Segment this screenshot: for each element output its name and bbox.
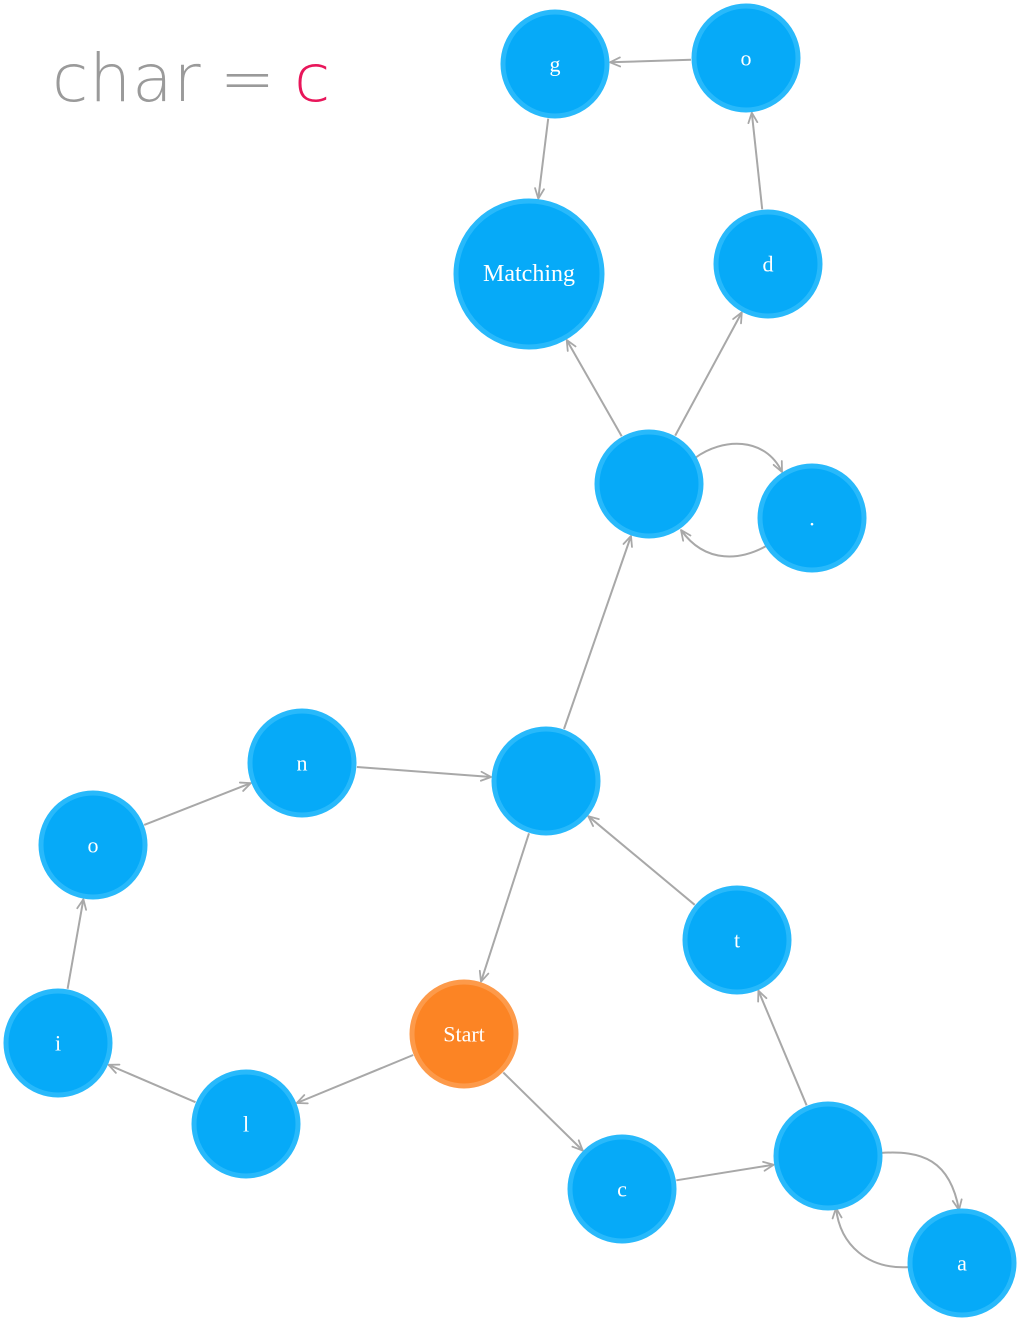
edge-i-to-o_left [66,898,87,989]
edge-d-to-o_top [747,111,764,210]
node-circle [713,209,823,319]
edge-loop-to-a [879,1151,963,1211]
edge-loop-to-t [757,989,808,1106]
edge-dot-to-split [680,529,769,558]
edges-layer [66,56,963,1269]
node-i: i [3,988,113,1098]
node-circle [691,3,801,113]
node-circle [757,463,867,573]
node-circle [500,9,610,119]
node-o-left: o [38,790,148,900]
node-circle [491,726,601,836]
node-d: d [713,209,823,319]
node-matching: Matching [453,198,605,350]
node-label: Matching [483,261,575,287]
edge-o_left-to-n [143,781,252,826]
edge-n-to-hub [356,766,492,782]
node-circle [3,988,113,1098]
node-label: o [88,833,99,858]
node-circle [409,979,519,1089]
node-g: g [500,9,610,119]
node-circle [191,1069,301,1179]
node-circle [907,1208,1017,1318]
node-c: c [567,1134,677,1244]
node-label: n [297,751,308,776]
edge-a-to-loop [831,1207,911,1269]
edge-split-to-d [674,311,743,437]
node-circle [682,885,792,995]
node-label: o [741,46,752,71]
edge-o_top-to-g [609,56,692,68]
node-label: t [734,928,740,953]
node-circle [773,1101,883,1211]
edge-split-to-dot [694,442,783,473]
edge-t-to-hub [587,815,696,906]
edge-c-to-loop [676,1160,775,1182]
edge-hub-to-split [563,535,633,730]
node-circle [247,708,357,818]
caption-operator: = [219,40,277,117]
edge-start-to-c [502,1071,584,1152]
node-l: l [191,1069,301,1179]
node-circle [453,198,605,350]
edge-g-to-matching [534,118,550,200]
edge-start-to-l [295,1054,414,1105]
node-circle [38,790,148,900]
node-dot: . [757,463,867,573]
node-o-top: o [691,3,801,113]
node-split [594,429,704,539]
node-a: a [907,1208,1017,1318]
node-label: . [809,506,815,531]
node-circle [567,1134,677,1244]
char-caption: char=c [52,46,331,112]
node-t: t [682,885,792,995]
node-label: l [243,1112,249,1137]
node-label: d [763,252,774,277]
node-label: g [550,52,561,77]
node-n: n [247,708,357,818]
edge-hub-to-start [478,832,530,983]
node-start: Start [409,979,519,1089]
node-circle [594,429,704,539]
node-label: Start [443,1022,485,1047]
node-label: i [55,1031,61,1056]
node-hub [491,726,601,836]
node-label: c [617,1177,627,1202]
edge-l-to-i [107,1063,196,1104]
node-loop [773,1101,883,1211]
edge-split-to-matching [565,339,623,437]
caption-variable: char [52,40,202,117]
node-label: a [957,1251,967,1276]
caption-value: c [294,40,332,117]
